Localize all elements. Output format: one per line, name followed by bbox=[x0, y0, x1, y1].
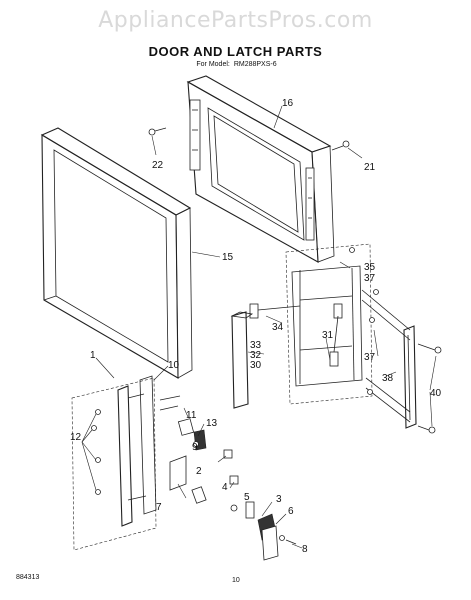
screws-part-35-37 bbox=[349, 247, 379, 395]
door-panel-part-15 bbox=[40, 127, 193, 379]
callout-7: 7 bbox=[156, 502, 162, 513]
callout-2: 2 bbox=[196, 466, 202, 477]
door-frame-part-16 bbox=[186, 75, 335, 263]
callout-35: 35 bbox=[364, 262, 376, 273]
callout-21: 21 bbox=[364, 162, 376, 173]
screw-part-21 bbox=[331, 140, 350, 151]
latch-panel-part-1 bbox=[71, 375, 157, 551]
callout-32: 32 bbox=[250, 350, 262, 361]
screws-part-40 bbox=[417, 343, 442, 434]
callout-15: 15 bbox=[222, 252, 234, 263]
latch-bracket-part-30 bbox=[230, 311, 254, 409]
callout-13: 13 bbox=[206, 418, 218, 429]
callout-37-lower: 37 bbox=[364, 352, 376, 363]
callout-11: 11 bbox=[186, 410, 197, 421]
callout-8: 8 bbox=[302, 544, 308, 555]
callout-9: 9 bbox=[192, 442, 198, 453]
model-line: For Model: RM288PXS-6 bbox=[0, 61, 471, 68]
callout-3: 3 bbox=[276, 494, 282, 505]
page-number: 10 bbox=[232, 577, 240, 584]
callout-22: 22 bbox=[152, 160, 164, 171]
callout-31: 31 bbox=[322, 330, 334, 341]
diagram-title: DOOR AND LATCH PARTS bbox=[148, 44, 323, 59]
screws-part-12 bbox=[91, 409, 101, 495]
callout-4: 4 bbox=[222, 482, 228, 493]
callout-40: 40 bbox=[430, 388, 442, 399]
model-prefix: For Model: bbox=[196, 61, 230, 68]
leader-lines bbox=[81, 105, 437, 549]
callout-33: 33 bbox=[250, 340, 262, 351]
watermark: AppliancePartsPros.com bbox=[98, 8, 373, 33]
screw-part-22 bbox=[148, 127, 167, 136]
callout-16: 16 bbox=[282, 98, 294, 109]
callout-30: 30 bbox=[250, 360, 262, 371]
callout-37-upper: 37 bbox=[364, 273, 376, 284]
callout-6: 6 bbox=[288, 506, 294, 517]
callout-1: 1 bbox=[90, 350, 96, 361]
callout-38: 38 bbox=[382, 373, 394, 384]
rail-assembly-part-38 bbox=[361, 289, 411, 423]
callout-12: 12 bbox=[70, 432, 82, 443]
latch-hardware bbox=[159, 395, 297, 561]
callout-5: 5 bbox=[244, 492, 250, 503]
latch-frame-assembly bbox=[249, 243, 373, 405]
callout-34: 34 bbox=[272, 322, 284, 333]
side-plate-part-40 bbox=[403, 325, 417, 429]
catalog-code: 884313 bbox=[16, 574, 40, 581]
callout-10: 10 bbox=[168, 360, 180, 371]
model-number: RM288PXS-6 bbox=[233, 61, 277, 68]
